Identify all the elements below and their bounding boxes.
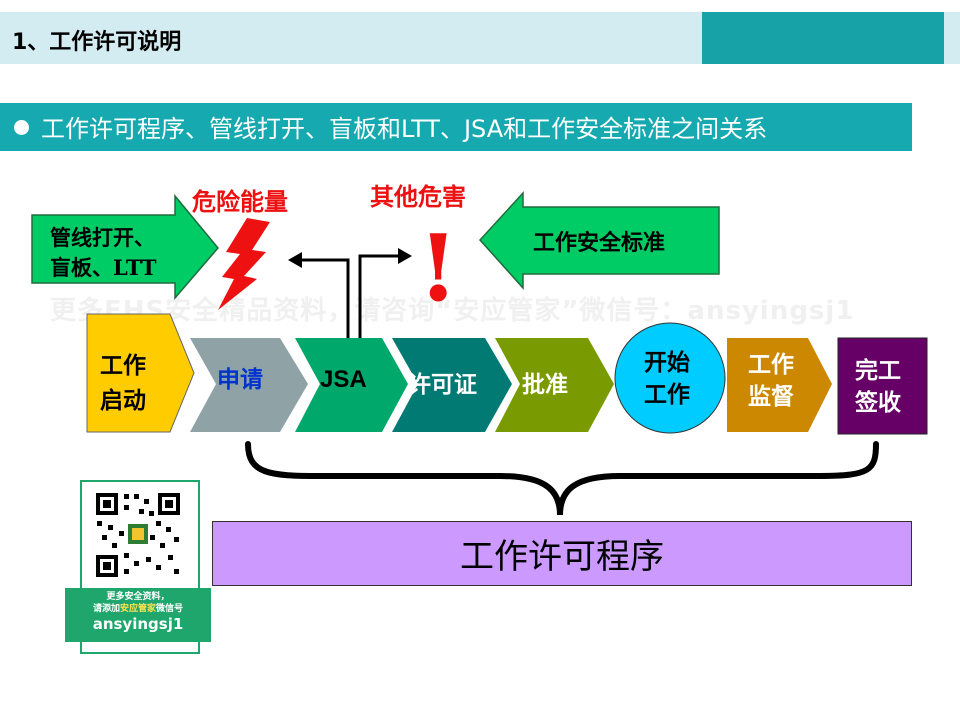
- watermark: 更多EHS安全精品资料，请咨询“安应管家”微信号：ansyingsj1: [50, 296, 855, 326]
- permit-program-label: 工作许可程序: [460, 537, 664, 577]
- step-complete-line1: 完工: [855, 357, 901, 384]
- permit-program-box: 工作许可程序: [212, 521, 912, 586]
- step-complete-line2: 签收: [854, 389, 901, 416]
- other-hazards-label: 其他危害: [370, 182, 466, 211]
- step-jsa-label: JSA: [320, 366, 367, 393]
- step-begin-work: [614, 322, 726, 434]
- step-complete: [837, 337, 928, 435]
- qr-caption-line1: 更多安全资料，: [106, 592, 170, 602]
- subtitle: 工作许可程序、管线打开、盲板和LTT、JSA和工作安全标准之间关系: [14, 109, 767, 144]
- safety-standard-label: 工作安全标准: [533, 230, 665, 256]
- step-supervise-line1: 工作: [748, 351, 794, 378]
- step-supervise-line2: 监督: [748, 383, 794, 410]
- step-approve: [495, 338, 614, 432]
- qr-caption-id: ansyingsj1: [92, 615, 184, 633]
- qr-caption: 更多安全资料， 请添加安应管家微信号 ansyingsj1: [65, 588, 211, 642]
- lightning-icon: [218, 218, 270, 310]
- arrowhead-left-icon: [288, 252, 302, 268]
- step-permit-label: 许可证: [408, 371, 477, 398]
- step-jsa: [295, 338, 408, 432]
- hazard-energy-label: 危险能量: [192, 187, 288, 216]
- step-work-start: [86, 313, 195, 433]
- subtitle-text: 工作许可程序、管线打开、盲板和LTT、JSA和工作安全标准之间关系: [41, 115, 768, 143]
- qr-code-icon: [94, 491, 182, 579]
- page-title: 1、工作许可说明: [12, 30, 182, 55]
- step-supervise: [727, 338, 832, 432]
- step-approve-label: 批准: [522, 371, 568, 398]
- step-permit: [392, 338, 512, 432]
- step-begin-line2: 工作: [644, 381, 690, 408]
- step-apply-label: 申请: [217, 366, 263, 393]
- step-apply: [190, 338, 308, 432]
- step-work-start-line1: 工作: [100, 352, 146, 379]
- header-accent-block: [702, 12, 944, 64]
- program-brace: [245, 441, 879, 516]
- pipeline-input-arrow: [31, 193, 219, 301]
- step-begin-line1: 开始: [644, 349, 690, 376]
- bullet-icon: [14, 120, 29, 135]
- pipeline-line2: 盲板、LTT: [50, 255, 157, 280]
- pipeline-line1: 管线打开、: [50, 225, 155, 250]
- connector-left: [300, 258, 350, 345]
- arrowhead-right-icon: [398, 248, 412, 264]
- qr-caption-line2: 请添加安应管家微信号: [92, 604, 184, 614]
- step-work-start-line2: 启动: [100, 387, 146, 414]
- safety-standard-arrow: [478, 191, 720, 290]
- connector-right: [358, 254, 400, 345]
- subtitle-bar: [0, 103, 912, 151]
- exclamation-icon: !: [418, 214, 458, 322]
